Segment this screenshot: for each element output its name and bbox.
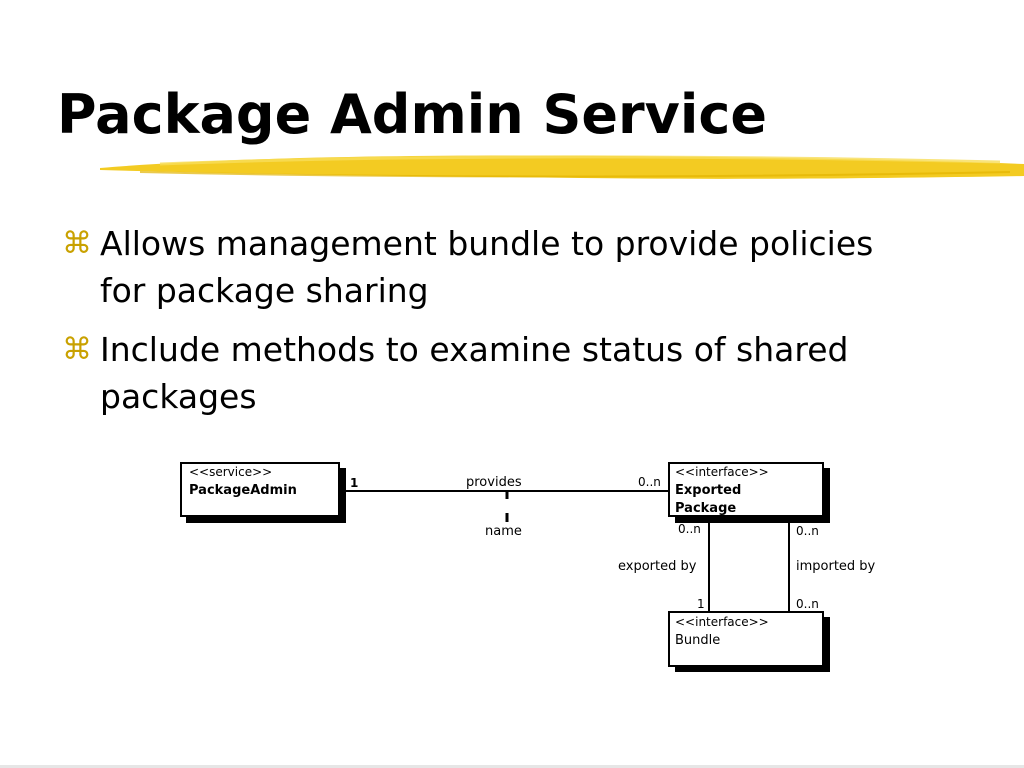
footer-divider xyxy=(0,765,1024,768)
class-name: Bundle xyxy=(675,633,720,648)
multiplicity-label: 1 xyxy=(350,476,358,490)
bullet-text-line: packages xyxy=(100,377,257,416)
bullet-item: ⌘ Include methods to examine status of s… xyxy=(62,326,942,420)
association-label: provides xyxy=(466,475,522,490)
class-name: PackageAdmin xyxy=(189,483,297,498)
qualifier-label: name xyxy=(485,524,522,539)
bullet-text-line: Include methods to examine status of sha… xyxy=(100,330,849,369)
provides-association: 1 provides 0..n name xyxy=(346,475,669,539)
title-underline xyxy=(100,155,1024,179)
bullet-text-line: Allows management bundle to provide poli… xyxy=(100,224,874,263)
multiplicity-label: 1 xyxy=(697,597,705,611)
bullet-text-line: for package sharing xyxy=(100,271,429,310)
slide-title: Package Admin Service xyxy=(57,83,767,146)
exported-by-association: 0..n exported by 1 xyxy=(618,522,710,612)
command-icon: ⌘ xyxy=(62,332,92,367)
stereotype-label: <<interface>> xyxy=(675,465,769,479)
imported-by-association: 0..n imported by 0..n xyxy=(788,523,876,612)
multiplicity-label: 0..n xyxy=(796,597,819,611)
bullet-item: ⌘ Allows management bundle to provide po… xyxy=(62,220,942,314)
multiplicity-label: 0..n xyxy=(678,522,701,536)
command-icon: ⌘ xyxy=(62,226,92,261)
association-label: imported by xyxy=(796,559,876,574)
bundle-class: <<interface>> Bundle xyxy=(668,611,830,672)
bullet-list: ⌘ Allows management bundle to provide po… xyxy=(62,220,942,432)
stereotype-label: <<service>> xyxy=(189,465,272,479)
class-name: Exported xyxy=(675,483,741,498)
multiplicity-label: 0..n xyxy=(638,475,661,489)
stereotype-label: <<interface>> xyxy=(675,615,769,629)
exported-package-class: <<interface>> Exported Package xyxy=(668,462,830,523)
multiplicity-label: 0..n xyxy=(796,524,819,538)
association-label: exported by xyxy=(618,559,697,574)
package-admin-class: <<service>> PackageAdmin xyxy=(180,462,346,523)
class-name: Package xyxy=(675,501,736,516)
